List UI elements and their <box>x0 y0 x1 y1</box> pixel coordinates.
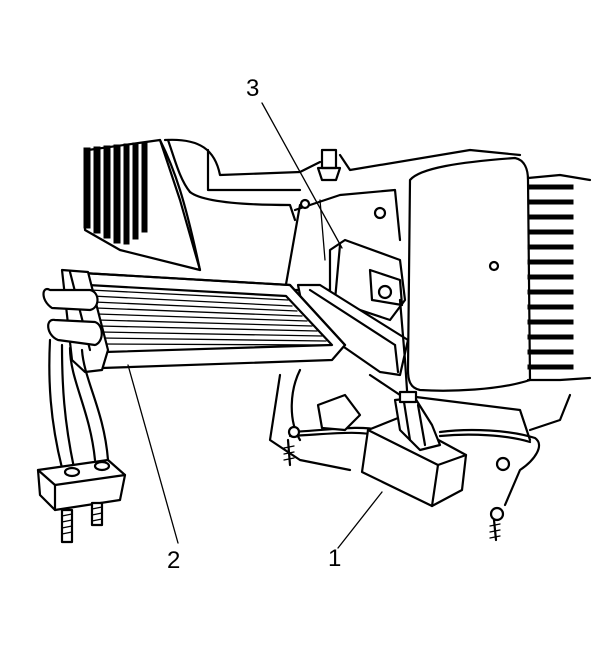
heater-core-fins <box>89 289 331 346</box>
leader-lines <box>127 102 383 549</box>
blower-motor-resistor <box>360 390 468 508</box>
actuator-bracket <box>296 238 410 377</box>
callout-2: 2 <box>167 547 180 574</box>
leader-line-1 <box>337 491 383 549</box>
harness-fastener-right <box>489 506 505 542</box>
case-screw <box>299 198 311 210</box>
callout-1: 1 <box>328 545 341 572</box>
tube-mounting-bracket <box>36 458 127 512</box>
case-screw <box>373 206 387 220</box>
harness-connector-left <box>283 393 362 467</box>
heater-core-tubes <box>42 287 110 470</box>
bracket-studs <box>60 501 104 544</box>
evaporator-case-right <box>406 156 592 472</box>
evaporator-fins <box>527 184 574 370</box>
leader-line-2 <box>127 364 179 544</box>
ribbed-duct-left <box>83 138 202 272</box>
mounting-stud <box>316 148 342 182</box>
callout-3: 3 <box>246 75 259 102</box>
leader-line-3 <box>261 102 343 249</box>
